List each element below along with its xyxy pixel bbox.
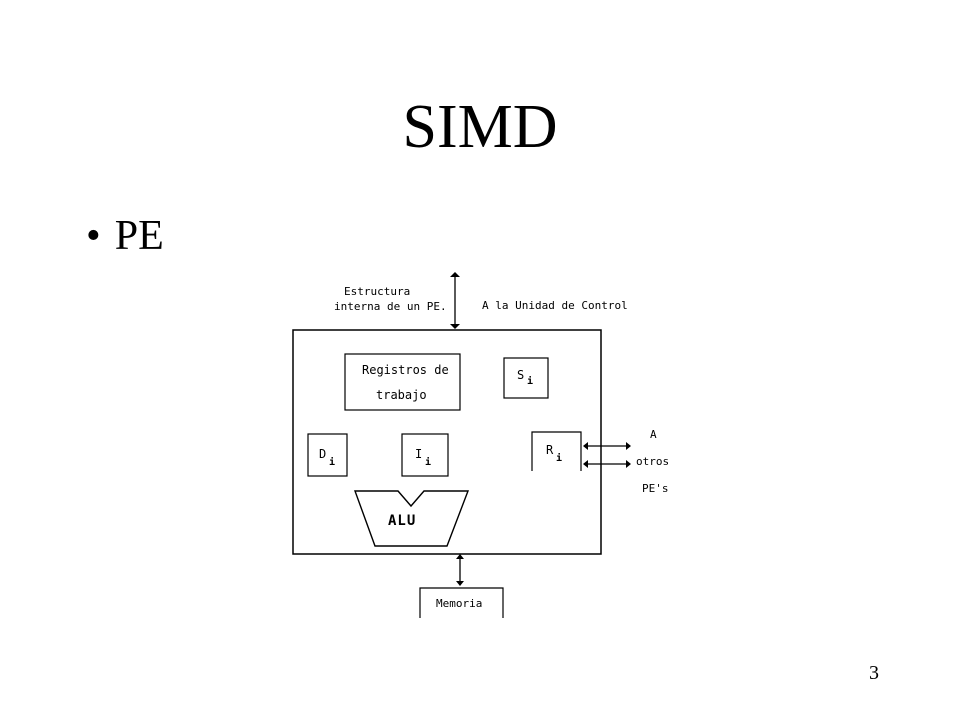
- s-register-letter: S: [517, 368, 524, 382]
- page-number: 3: [869, 662, 879, 684]
- other-pes-arrows: [583, 442, 631, 468]
- bullet-text: PE: [114, 213, 164, 259]
- r-register-box: [531, 431, 582, 471]
- registros-box: [344, 353, 461, 411]
- other-pes-line3: PE's: [642, 482, 669, 495]
- bullet-item: • PE: [86, 212, 164, 260]
- registros-line2: trabajo: [376, 388, 427, 402]
- memoria-box: [419, 587, 504, 618]
- alu-shape: [354, 490, 470, 547]
- s-register-sub: i: [527, 375, 533, 387]
- pe-box: [292, 329, 602, 555]
- registros-line1: Registros de: [362, 363, 449, 377]
- d-register-letter: D: [319, 447, 326, 461]
- memory-arrow: [456, 554, 464, 586]
- r-register-sub: i: [556, 452, 562, 464]
- i-register-box: [401, 433, 449, 477]
- r-register-letter: R: [546, 443, 554, 457]
- bullet-dot-icon: •: [86, 213, 101, 259]
- s-register-box: [503, 357, 549, 399]
- memoria-label: Memoria: [436, 597, 482, 610]
- caption-line2: interna de un PE.: [334, 300, 447, 313]
- d-register-sub: i: [329, 456, 335, 468]
- other-pes-line1: A: [650, 428, 657, 441]
- i-register-sub: i: [425, 456, 431, 468]
- control-unit-arrow: [450, 272, 460, 329]
- alu-label: ALU: [388, 513, 416, 529]
- d-register-box: [307, 433, 348, 477]
- slide-title: SIMD: [402, 93, 558, 161]
- caption-line1: Estructura: [344, 285, 410, 298]
- control-unit-label: A la Unidad de Control: [482, 299, 628, 312]
- other-pes-line2: otros: [636, 455, 669, 468]
- i-register-letter: I: [415, 447, 422, 461]
